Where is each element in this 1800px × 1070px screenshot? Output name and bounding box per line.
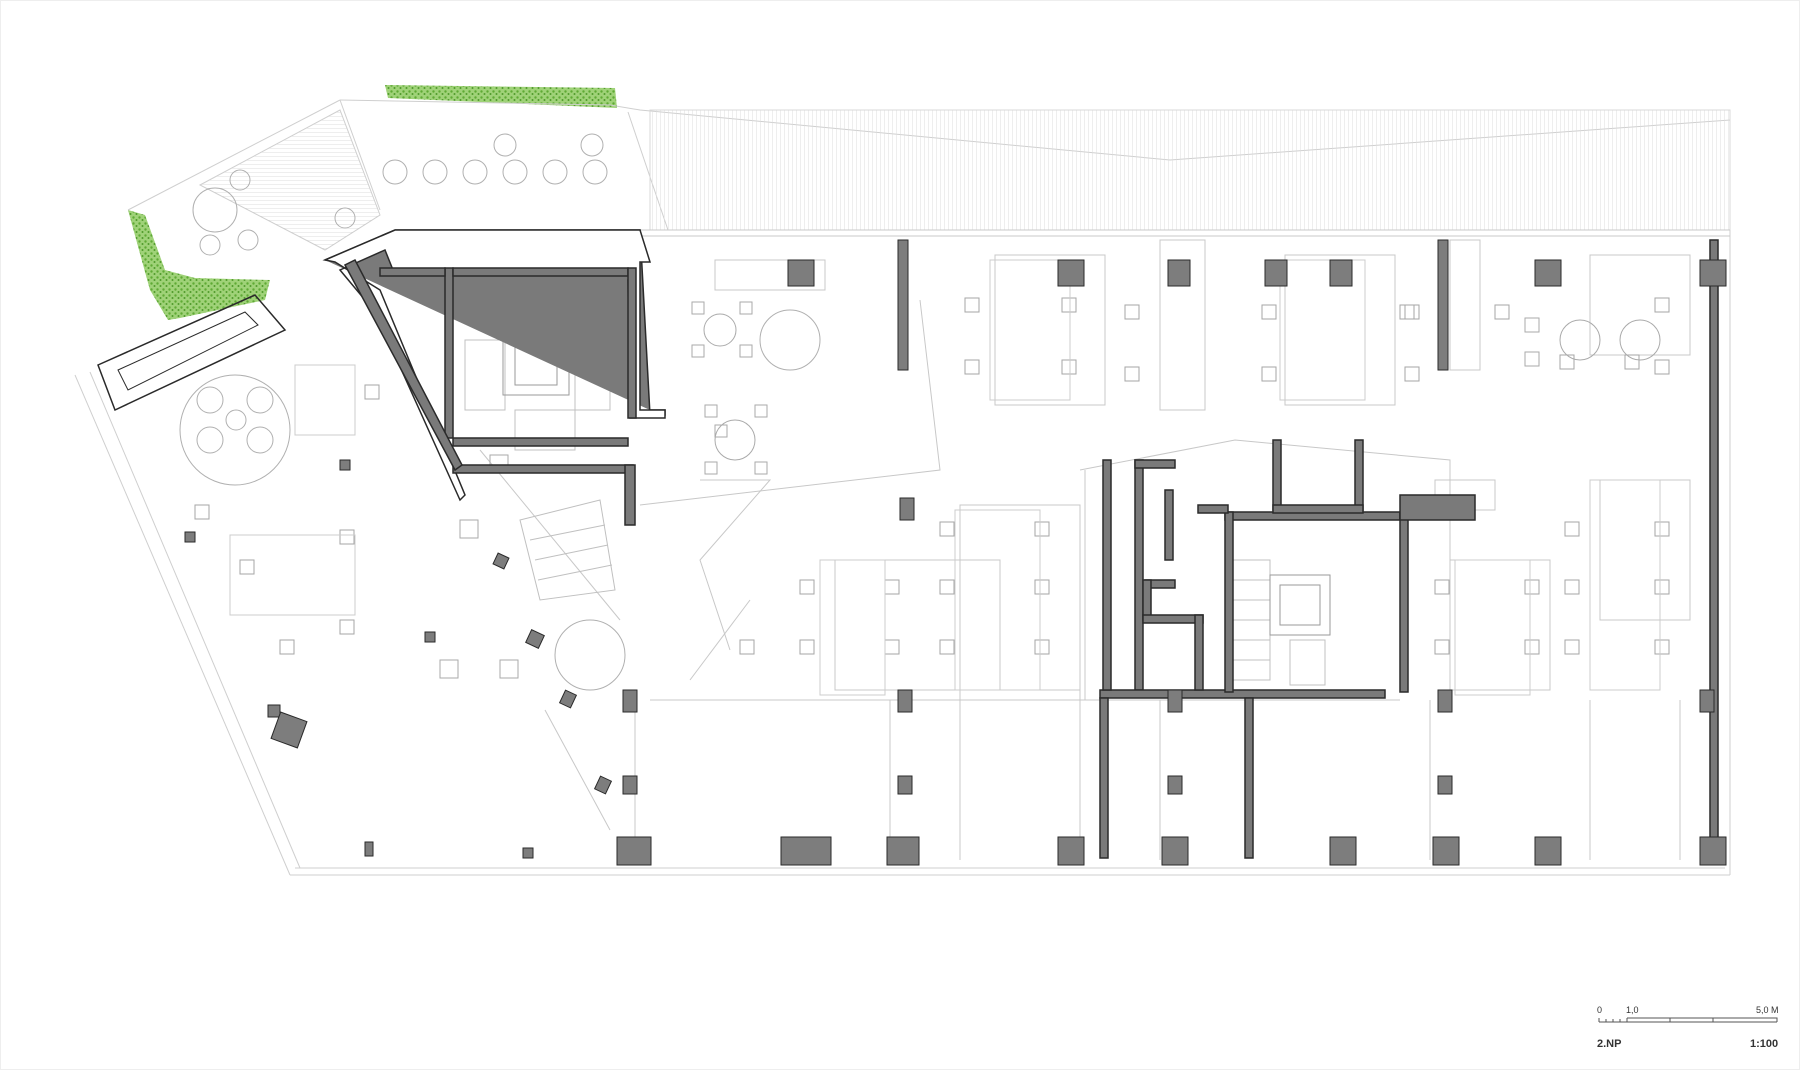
scale-bar (1598, 1017, 1778, 1023)
floor-label: 2.NP (1597, 1038, 1621, 1050)
lounge-tables (439, 301, 1661, 679)
interior-partitions (479, 229, 1730, 860)
desks (229, 259, 1661, 696)
structural-walls (97, 229, 1719, 859)
scale-ratio: 1:100 (1750, 1038, 1778, 1050)
scale-legend: 0 1,0 5,0 M 2.NP 1:100 (1597, 1005, 1779, 1050)
greenery (128, 85, 617, 320)
columns (184, 239, 1727, 866)
terrace-furniture (179, 133, 821, 691)
scale-tick-1: 1,0 (1626, 1005, 1639, 1015)
scale-tick-5: 5,0 M (1756, 1005, 1779, 1015)
scale-tick-0: 0 (1597, 1005, 1602, 1015)
terrace-outline (74, 99, 1731, 876)
